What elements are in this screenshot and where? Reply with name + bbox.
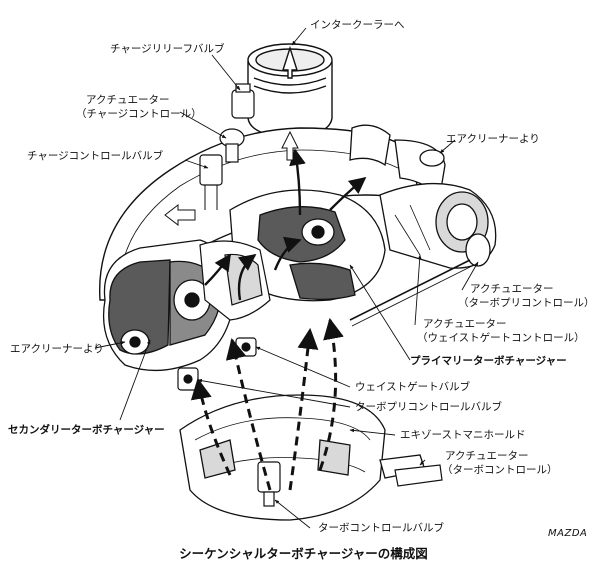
label-actuator-turbo-line2: （ターボコントロール） xyxy=(442,464,558,476)
wastegate-valve xyxy=(235,337,257,357)
label-intercooler: インタークーラーへ xyxy=(310,19,405,31)
intercooler-outlet-pipe xyxy=(247,43,333,139)
label-charge-relief-valve: チャージリリーフバルブ xyxy=(110,43,225,55)
label-exhaust-manifold: エキゾーストマニホールド xyxy=(400,429,526,441)
label-wastegate-valve: ウェイストゲートバルブ xyxy=(355,381,471,393)
label-air-cleaner-right: エアクリーナーより xyxy=(446,133,540,145)
white-flow-arrows xyxy=(164,130,299,227)
label-air-cleaner-left: エアクリーナーより xyxy=(10,343,104,355)
charge-relief-valve xyxy=(231,83,255,119)
label-actuator-wastegate-line2: （ウェイストゲートコントロール） xyxy=(417,332,585,344)
label-actuator-wastegate-line1: アクチュエーター xyxy=(423,318,507,330)
label-secondary-turbo: セカンダリーターボチャージャー xyxy=(8,424,165,436)
label-actuator-charge-line1: アクチュエーター xyxy=(86,94,170,106)
actuator-turbo-control xyxy=(394,464,443,487)
figure-caption: シーケンシャルターボチャージャーの構成図 xyxy=(179,546,428,561)
label-actuator-turbo-pre-line1: アクチュエーター xyxy=(470,283,554,295)
label-turbo-control-valve: ターボコントロールバルブ xyxy=(318,522,444,534)
exhaust-flow-arrows xyxy=(190,317,344,491)
label-actuator-turbo-line1: アクチュエーター xyxy=(445,450,529,462)
label-actuator-turbo-pre-line2: （ターボプリコントロール） xyxy=(458,297,595,309)
air-cleaner-pipe-right xyxy=(349,124,446,197)
label-charge-control-valve: チャージコントロールバルブ xyxy=(27,150,164,162)
charge-control-valve xyxy=(199,154,223,210)
brand-mark: MAZDA xyxy=(548,528,588,539)
label-turbo-pre-control-valve: ターボプリコントロールバルブ xyxy=(355,401,502,413)
turbo-pre-control-valve xyxy=(177,367,199,391)
leader-lines xyxy=(94,27,479,529)
intake-flow-arrows xyxy=(204,148,367,301)
label-primary-turbo: プライマリーターボチャージャー xyxy=(410,355,567,367)
primary-turbocharger xyxy=(229,189,386,302)
actuator-turbo-pre-control xyxy=(349,233,491,327)
actuator-charge-control xyxy=(219,128,245,163)
label-actuator-charge-line2: （チャージコントロール） xyxy=(76,108,202,120)
